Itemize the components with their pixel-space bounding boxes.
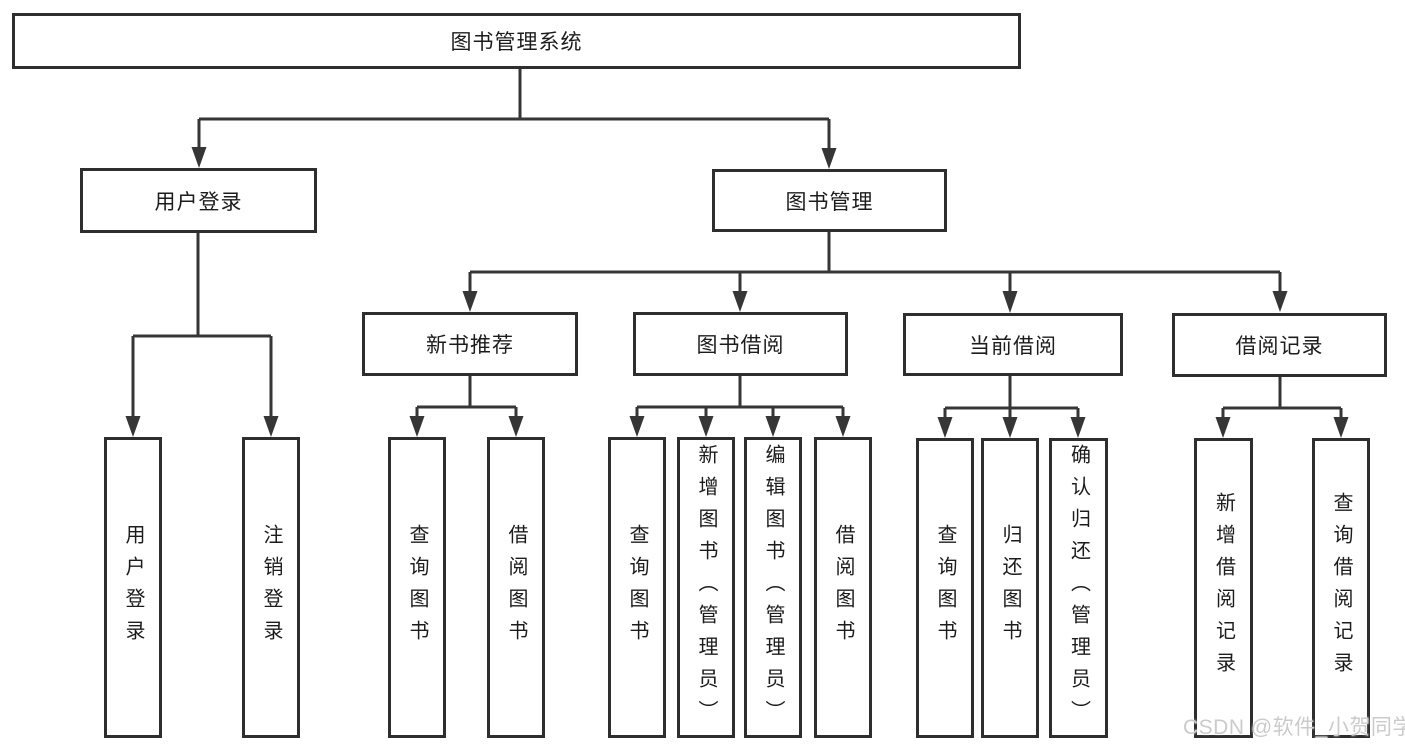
leaf-edit-book-admin: 编辑图书（管理员） (744, 437, 802, 738)
leaf-label: 归还图书 (999, 524, 1021, 652)
leaf-query-borrow-record: 查询借阅记录 (1312, 438, 1370, 738)
node-current-borrowing: 当前借阅 (903, 313, 1123, 376)
leaf-label: 新增借阅记录 (1212, 492, 1235, 684)
leaf-return-books: 归还图书 (981, 438, 1039, 738)
node-label: 图书管理系统 (450, 31, 583, 54)
leaf-label: 查询图书 (626, 523, 648, 652)
node-user-login: 用户登录 (80, 168, 317, 233)
connector-book-borrowing-to-leaves (629, 376, 851, 437)
node-new-book-recommendation: 新书推荐 (362, 312, 578, 376)
leaf-label: 编辑图书（管理员） (762, 443, 784, 732)
leaf-borrow-books-borrowing: 借阅图书 (814, 437, 872, 738)
leaf-confirm-return-admin: 确认归还（管理员） (1049, 438, 1108, 738)
leaf-label: 查询图书 (934, 524, 956, 652)
node-label: 用户登录 (154, 190, 243, 214)
leaf-label: 确认归还（管理员） (1067, 444, 1090, 732)
node-label: 借阅记录 (1235, 335, 1324, 358)
connector-new-book-to-leaves (409, 376, 524, 437)
leaf-label: 用户登录 (122, 523, 144, 652)
node-label: 图书借阅 (696, 334, 785, 357)
leaf-add-book-admin: 新增图书（管理员） (677, 437, 735, 738)
node-label: 当前借阅 (969, 334, 1057, 358)
connector-user-login-to-leaves (125, 233, 279, 437)
node-label: 新书推荐 (426, 334, 514, 357)
connector-borrow-records-to-leaves (1215, 377, 1349, 438)
csdn-watermark: CSDN @软件_小贺同学 (1183, 716, 1405, 739)
leaf-logout: 注销登录 (242, 437, 300, 738)
leaf-label: 新增图书（管理员） (695, 443, 717, 732)
leaf-add-borrow-record: 新增借阅记录 (1194, 438, 1253, 738)
connector-root-to-level2 (191, 68, 837, 169)
leaf-label: 查询图书 (406, 523, 428, 652)
node-book-management: 图书管理 (712, 169, 947, 232)
node-book-borrowing: 图书借阅 (633, 312, 848, 376)
node-label: 图书管理 (785, 190, 874, 214)
connector-book-management-to-level3 (462, 232, 1288, 313)
leaf-borrow-books-recommend: 借阅图书 (487, 437, 545, 738)
leaf-label: 注销登录 (260, 523, 282, 652)
node-root-library-system: 图书管理系统 (12, 13, 1021, 69)
leaf-label: 查询借阅记录 (1330, 492, 1352, 684)
leaf-user-login: 用户登录 (104, 437, 162, 738)
node-borrowing-records: 借阅记录 (1172, 313, 1387, 377)
leaf-query-books-recommend: 查询图书 (388, 437, 446, 738)
leaf-label: 借阅图书 (832, 523, 854, 652)
connector-current-borrowing-to-leaves (937, 376, 1086, 438)
leaf-label: 借阅图书 (505, 523, 527, 652)
leaf-query-books-current: 查询图书 (916, 438, 974, 738)
leaf-query-books-borrowing: 查询图书 (608, 437, 666, 738)
